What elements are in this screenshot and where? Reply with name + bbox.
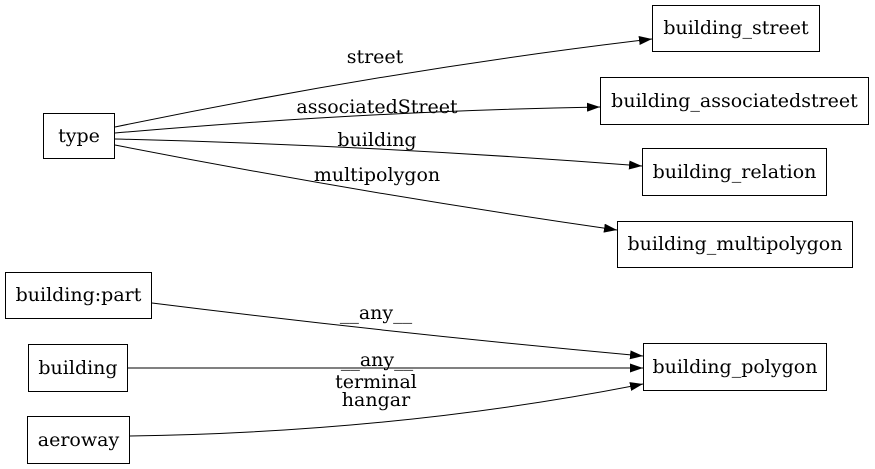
node-building-associatedstreet: building_associatedstreet <box>600 77 869 125</box>
edge-buildingpart-building_polygon <box>151 302 644 360</box>
node-building-part: building:part <box>5 272 152 319</box>
node-aeroway: aeroway <box>27 416 130 464</box>
edge-label-multipolygon: multipolygon <box>313 164 441 186</box>
edge-aeroway-building_polygon <box>129 382 644 437</box>
edge-label-any-building: __any__ <box>340 349 414 371</box>
edge-type-building_associatedstreet <box>114 102 601 134</box>
node-building-street: building_street <box>652 5 820 52</box>
edge-type-building_street <box>114 36 653 128</box>
node-building: building <box>28 344 128 392</box>
edge-type-building_multipolygon <box>114 144 618 233</box>
edge-label-any-buildingpart: __any__ <box>339 302 413 324</box>
node-building-multipolygon: building_multipolygon <box>617 221 853 268</box>
node-type: type <box>43 113 115 159</box>
node-building-relation: building_relation <box>642 148 827 196</box>
edge-label-terminal-hangar: terminal hangar <box>335 371 417 411</box>
edge-label-associatedstreet: associatedStreet <box>296 96 458 118</box>
edge-label-building: building <box>337 129 417 151</box>
edge-type-building_relation <box>114 138 643 170</box>
edge-label-street: street <box>346 46 404 68</box>
node-building-polygon: building_polygon <box>643 343 827 391</box>
